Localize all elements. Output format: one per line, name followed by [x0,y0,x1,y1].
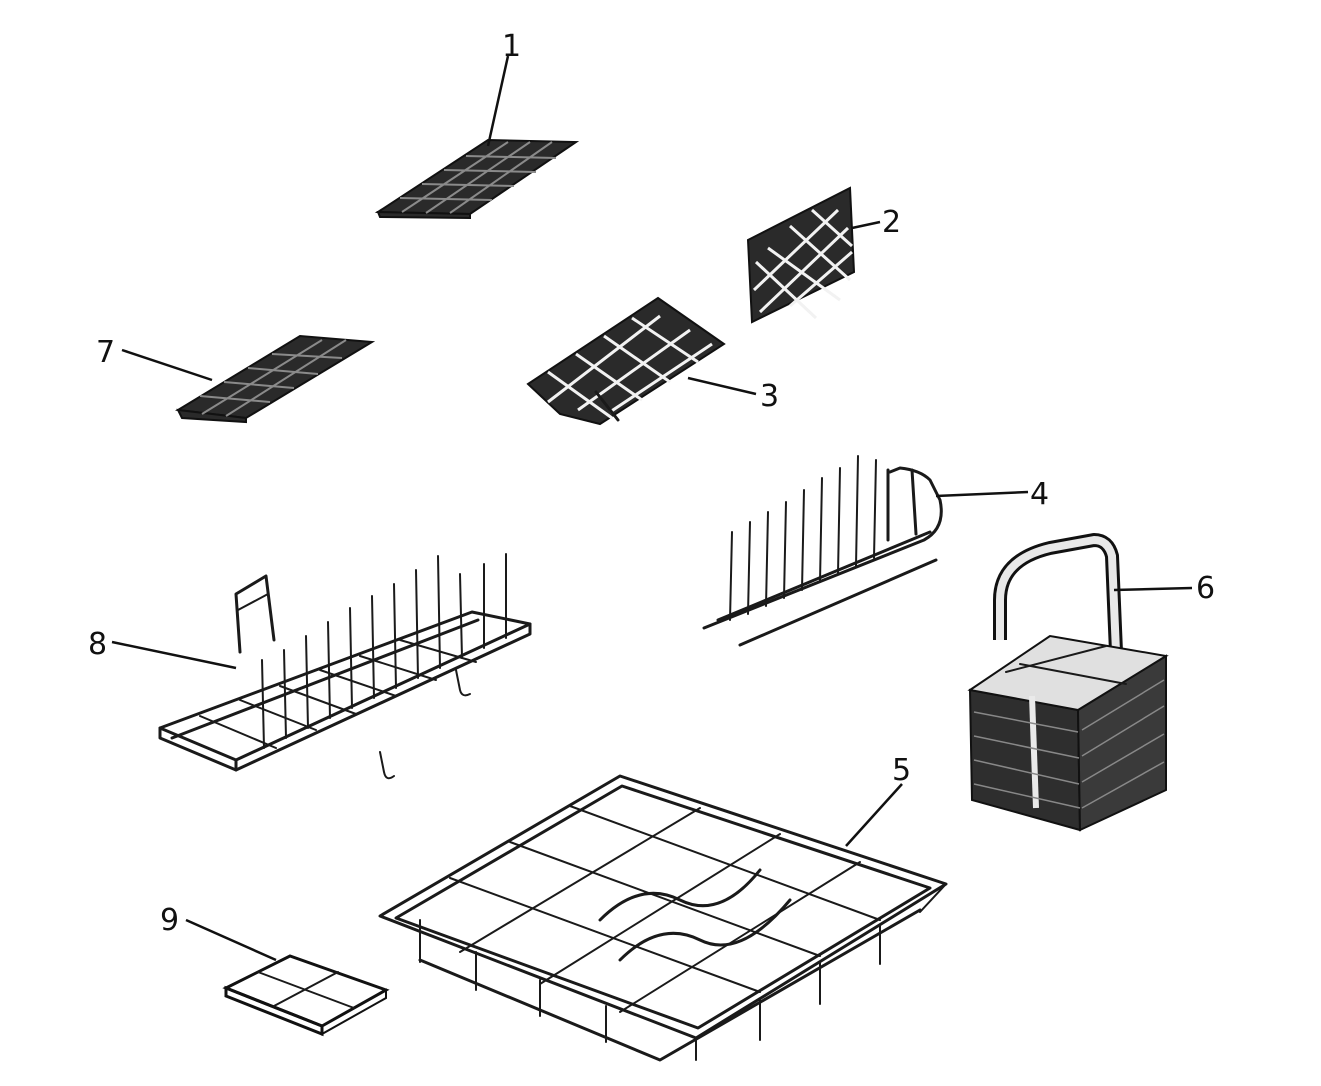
callout-8: 8 [88,627,107,662]
leader-lines [111,55,1193,962]
part-5-lower-rack [378,774,948,1062]
callout-3: 3 [760,379,779,414]
part-6-cutlery-basket [967,533,1169,832]
part-7-shelf [174,334,376,424]
leader-6 [1113,586,1193,592]
part-3-lattice-shelf [526,296,726,426]
part-1-shelf [374,138,580,220]
part-2-lattice-panel [746,186,856,324]
part-4-tine-rack [702,455,943,647]
leader-9 [185,918,277,962]
leader-4 [935,490,1029,498]
part-8-tines [261,553,507,749]
leader-5 [845,783,903,847]
leader-7 [121,348,213,382]
callout-7: 7 [96,335,115,370]
callout-5: 5 [892,753,911,788]
part-9-small-tray [222,954,390,1037]
leader-1 [486,55,510,147]
callout-labels: 1 2 3 4 5 6 7 8 9 [88,29,1215,938]
callout-9: 9 [160,903,179,938]
callout-4: 4 [1030,477,1049,512]
leader-3 [687,376,757,396]
part-4-tines [729,455,877,621]
callout-2: 2 [882,205,901,240]
leader-8 [111,640,237,670]
part-8-tine-rack [158,553,532,780]
callout-6: 6 [1196,571,1215,606]
callout-1: 1 [502,29,521,64]
leader-2 [851,220,881,230]
